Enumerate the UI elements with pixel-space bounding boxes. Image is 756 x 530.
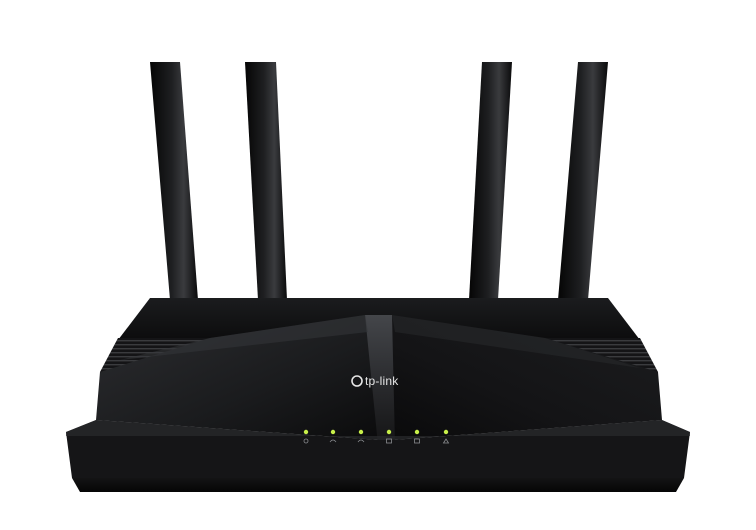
internet-led-icon	[386, 429, 392, 435]
front-left-facet	[96, 315, 380, 440]
brand-text: tp-link	[365, 374, 399, 388]
tp-link-logo-icon	[351, 375, 363, 387]
bottom-edge	[72, 478, 684, 492]
power-led-icon	[303, 429, 309, 435]
antenna-2	[245, 62, 287, 300]
wifi-2g-led-icon	[330, 429, 336, 435]
antenna-4	[558, 62, 608, 300]
led-row	[303, 429, 450, 444]
front-right-facet	[392, 315, 662, 440]
wifi-5g-led-icon	[358, 429, 364, 435]
center-ridge	[365, 315, 395, 445]
antennas	[150, 62, 608, 300]
wps-led-icon	[443, 429, 449, 435]
antenna-1	[150, 62, 198, 300]
antenna-3	[469, 62, 512, 300]
lan-led-icon	[414, 429, 420, 435]
brand-logo: tp-link	[351, 374, 399, 388]
